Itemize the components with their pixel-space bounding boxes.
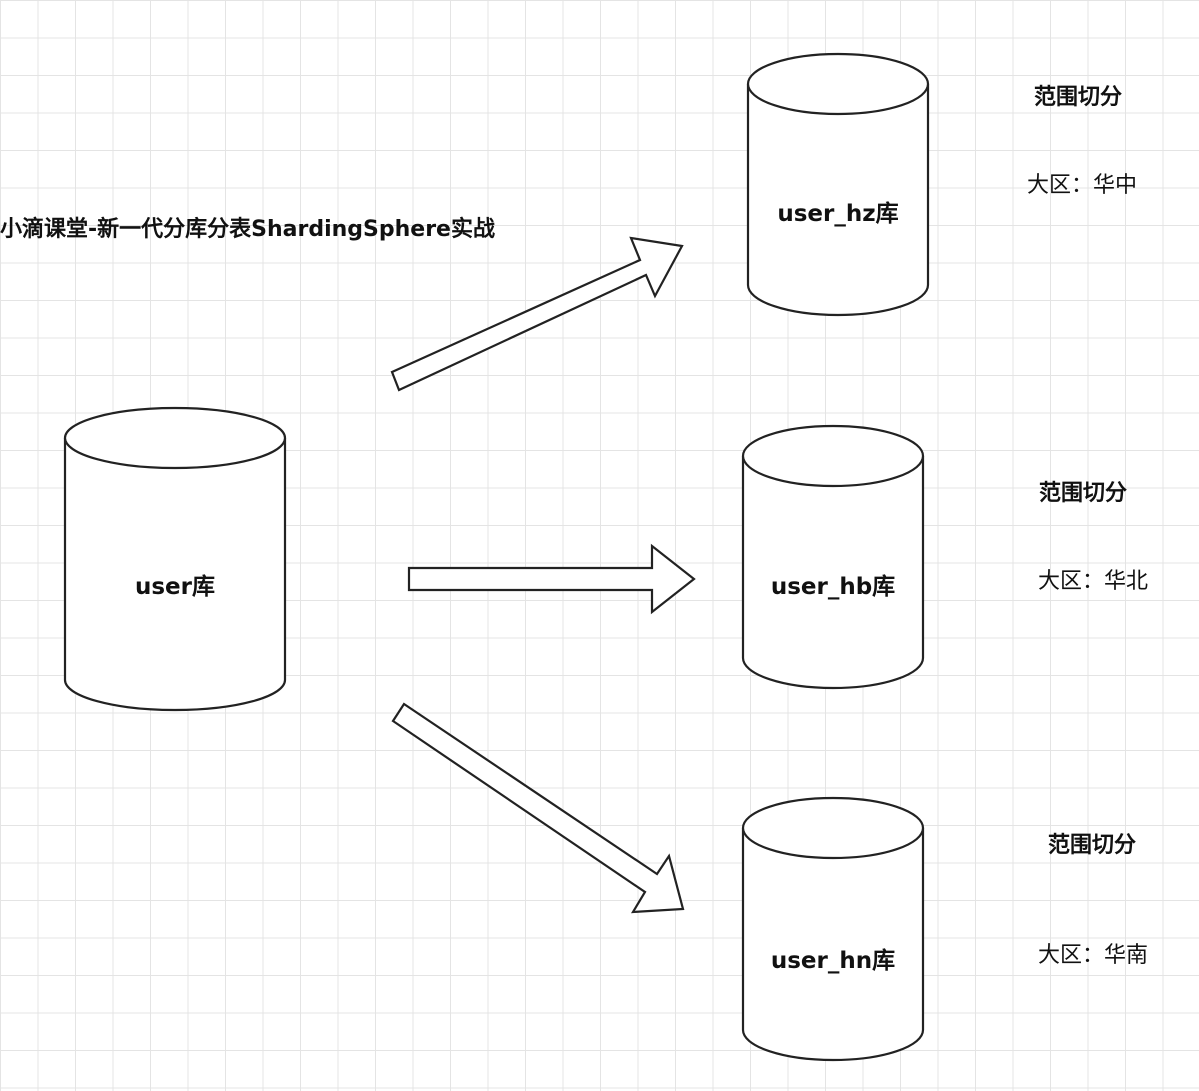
note-hz: 范围切分 大区：华中	[1027, 85, 1137, 198]
shard-db-cylinder-hb: user_hb库	[741, 424, 925, 690]
arrow-to-hz	[390, 236, 684, 392]
diagram-title: 小滴课堂-新一代分库分表ShardingSphere实战	[0, 216, 495, 242]
shard-db-label-hn: user_hn库	[771, 948, 895, 974]
note-region-hz: 大区：华中	[1027, 173, 1137, 198]
arrow-to-hb	[407, 543, 696, 615]
shard-db-cylinder-hn: user_hn库	[741, 796, 925, 1062]
arrow-to-hn	[391, 702, 685, 914]
note-region-hn: 大区：华南	[1038, 943, 1148, 968]
shard-db-label-hb: user_hb库	[771, 574, 895, 600]
note-hn: 范围切分 大区：华南	[1038, 833, 1148, 968]
note-region-hb: 大区：华北	[1038, 569, 1148, 594]
note-title-hz: 范围切分	[1034, 85, 1122, 110]
note-title-hn: 范围切分	[1048, 833, 1136, 858]
source-db-cylinder: user库	[63, 406, 287, 712]
note-title-hb: 范围切分	[1039, 481, 1127, 506]
shard-db-label-hz: user_hz库	[777, 201, 898, 227]
source-db-label: user库	[135, 574, 215, 600]
note-hb: 范围切分 大区：华北	[1038, 481, 1148, 594]
shard-db-cylinder-hz: user_hz库	[746, 52, 930, 317]
